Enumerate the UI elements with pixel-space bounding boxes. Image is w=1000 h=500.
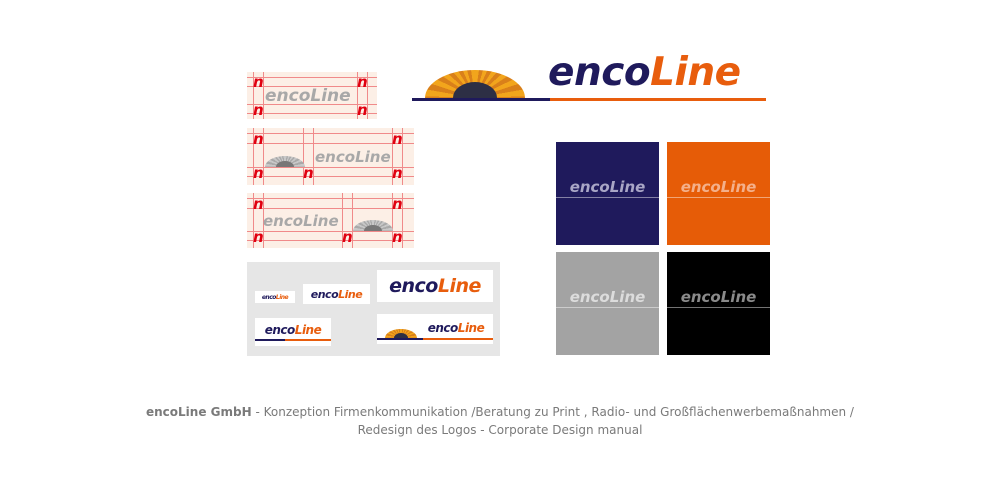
- logo-text-line: Line: [650, 50, 741, 95]
- logo-rule-navy: [412, 98, 550, 101]
- company-name: encoLine GmbH: [146, 405, 252, 419]
- caption-line1: - Konzeption Firmenkommunikation /Beratu…: [251, 405, 854, 419]
- footer-caption: encoLine GmbH - Konzeption Firmenkommuni…: [0, 403, 1000, 439]
- sunflower-icon: [353, 209, 393, 231]
- sunflower-icon: [425, 42, 525, 98]
- logo-with-rule: encoLine: [255, 318, 331, 346]
- logo-rule-orange: [550, 98, 766, 101]
- logo-tiny: encoLine: [255, 291, 295, 303]
- logo-large: encoLine: [377, 270, 493, 302]
- logo-size-variants: encoLine encoLine encoLine encoLine enco…: [247, 262, 500, 356]
- sunflower-icon: [385, 320, 417, 338]
- swatch-orange: encoLine: [667, 142, 770, 245]
- logo-full-with-sunflower: encoLine: [377, 314, 493, 344]
- caption-line2: Redesign des Logos - Corporate Design ma…: [357, 423, 643, 437]
- sunflower-icon: [265, 145, 305, 167]
- swatch-grey: encoLine: [556, 252, 659, 355]
- logo-small: encoLine: [303, 284, 370, 304]
- logo-text-enco: enco: [548, 50, 651, 95]
- swatch-black: encoLine: [667, 252, 770, 355]
- swatch-navy: encoLine: [556, 142, 659, 245]
